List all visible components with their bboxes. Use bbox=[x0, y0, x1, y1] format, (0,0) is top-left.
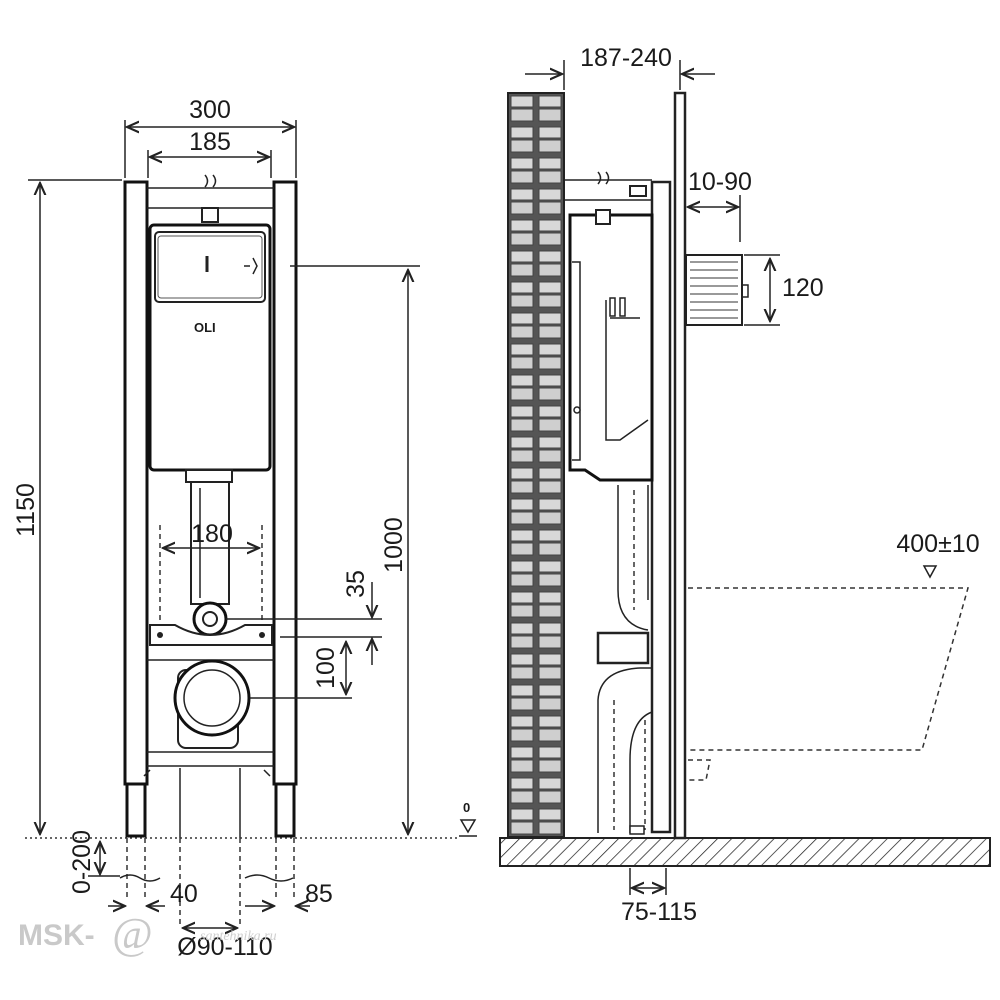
dim-leg-85: 85 bbox=[305, 880, 333, 908]
watermark-at: @ bbox=[112, 909, 152, 958]
dim-floor-zero: 0 bbox=[463, 800, 470, 815]
right-upright bbox=[272, 180, 298, 786]
dim-height-1000: 1000 bbox=[380, 517, 408, 573]
dim-width-total: 300 bbox=[189, 96, 231, 124]
front-view: OLI bbox=[12, 96, 460, 961]
brand-label: OLI bbox=[194, 320, 216, 335]
watermark-main: MSK- bbox=[18, 919, 95, 952]
toilet-bowl-outline bbox=[688, 587, 969, 751]
dim-offset-100: 100 bbox=[312, 647, 340, 689]
dim-depth: 187-240 bbox=[580, 44, 672, 72]
dim-drain-diameter: Ø90-110 bbox=[177, 933, 272, 961]
floor-slab bbox=[499, 837, 991, 867]
dim-panel-offset: 10-90 bbox=[688, 168, 752, 196]
floor-level-icon bbox=[459, 819, 477, 834]
dim-leg-40: 40 bbox=[170, 880, 198, 908]
level-marker-icon bbox=[922, 565, 938, 579]
water-inlet-icon bbox=[204, 174, 217, 188]
watermark: MSK- @ santehnika.ru bbox=[18, 909, 277, 958]
brick-wall bbox=[507, 92, 565, 838]
dim-pipe-120: 120 bbox=[782, 274, 824, 302]
front-panel bbox=[673, 91, 687, 840]
dim-width-inner: 185 bbox=[189, 128, 231, 156]
dim-height-total: 1150 bbox=[12, 483, 40, 537]
left-upright bbox=[123, 180, 149, 786]
dim-drain-offset: 75-115 bbox=[621, 898, 697, 926]
dim-flush-width: 180 bbox=[191, 520, 233, 548]
pipe-connection bbox=[685, 254, 743, 326]
flush-plate-opening bbox=[154, 231, 266, 303]
dim-leg-adjust: 0-200 bbox=[68, 830, 96, 894]
cistern-side bbox=[568, 213, 654, 482]
dim-bowl-height: 400±10 bbox=[896, 530, 979, 558]
side-view: 187-240 10-90 120 400±10 0 75-115 bbox=[459, 44, 991, 926]
frame-profile bbox=[650, 180, 672, 834]
watermark-site: santehnika.ru bbox=[200, 929, 277, 944]
dim-offset-35: 35 bbox=[342, 570, 370, 598]
